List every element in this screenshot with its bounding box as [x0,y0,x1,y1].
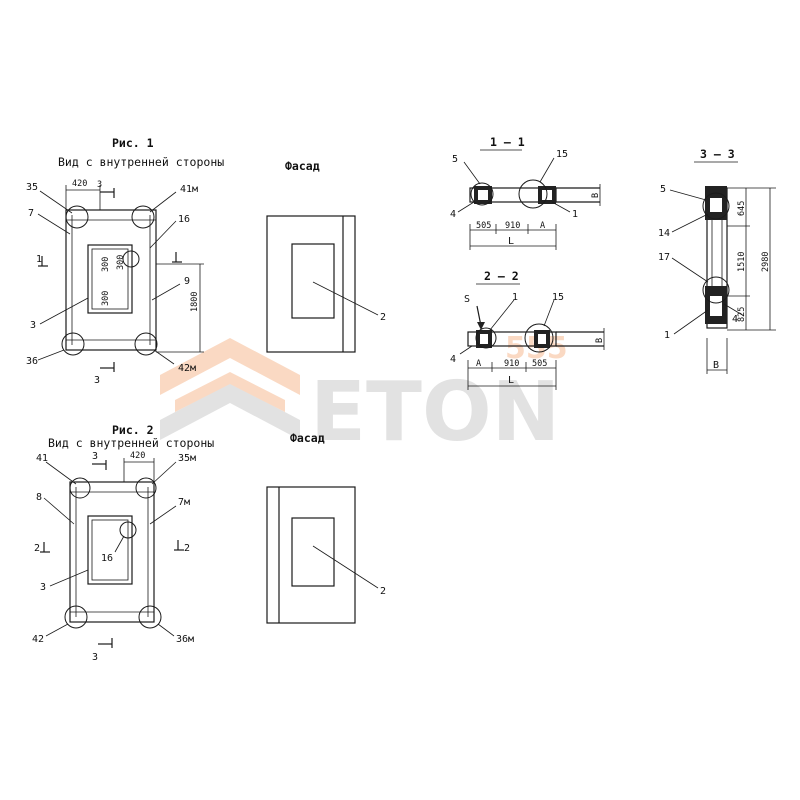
watermark: ETON 555 [160,331,568,460]
fig2-subtitle: Вид с внутренней стороны [48,436,214,450]
fig2-section-2-right: 2 [184,543,190,554]
fig1-title: Рис. 1 [112,136,154,150]
fig1-dim-300-a: 300 [101,257,111,272]
fig2-dim-420: 420 [130,451,145,461]
sec11-label-15: 15 [556,149,568,160]
sec22-label-S: S [464,294,470,305]
fig2-label-3-bottom: 3 [92,652,98,663]
sec11-title: 1 — 1 [490,135,525,149]
fig1-section-1-left: 1 [36,254,42,265]
sec11-label-5: 5 [452,154,458,165]
fig1-label-35: 35 [26,182,38,193]
watermark-brand: ETON [310,365,560,460]
sec22-dim-L: L [508,375,514,386]
fig1-label-41m: 41м [180,184,198,195]
sec22-dim-B: В [595,338,605,343]
sec11-label-1: 1 [572,209,578,220]
fig1-label-3-bottom: 3 [94,375,100,386]
fig2-label-35m: 35м [178,453,196,464]
fig1-label-42m: 42м [178,363,196,374]
sec33-dim-1510: 1510 [737,252,747,272]
sec11-dim-910: 910 [505,221,520,231]
fig1-facade-label-2: 2 [380,312,386,323]
fig2-label-3: 3 [40,582,46,593]
fig1-label-3-top: 3 [97,180,102,190]
sec11-dim-L: L [508,236,514,247]
fig1-label-36: 36 [26,356,38,367]
fig2-title: Рис. 2 [112,423,154,437]
sec22-label-15: 15 [552,292,564,303]
sec33-dim-2980: 2980 [761,252,771,272]
fig1-facade-title: Фасад [285,159,320,173]
fig2-facade-label-2: 2 [380,586,386,597]
sec11-dim-A: А [540,221,545,231]
sec22-label-1: 1 [512,292,518,303]
fig1-subtitle: Вид с внутренней стороны [58,155,224,169]
fig2-label-41: 41 [36,453,48,464]
sec33-label-1: 1 [664,330,670,341]
fig1-label-9: 9 [184,276,190,287]
sec22-dim-A: А [476,359,481,369]
figure-2: Рис. 2 Вид с внутренней стороны 420 3 2 … [32,423,386,663]
sec33-label-5: 5 [660,184,666,195]
fig1-dim-1800: 1800 [190,292,200,312]
section-3-3: 3 — 3 645 1510 825 2980 В 5 14 17 [658,147,776,374]
sec11-dim-505: 505 [476,221,491,231]
sec22-dim-505: 505 [532,359,547,369]
sec33-label-17: 17 [658,252,670,263]
fig2-label-42: 42 [32,634,44,645]
fig2-facade-title: Фасад [290,431,325,445]
sec33-label-14: 14 [658,228,670,239]
watermark-logo-icon [160,338,300,440]
fig1-dim-420: 420 [72,179,87,189]
sec33-dim-B: В [713,360,719,371]
sec22-dim-910: 910 [504,359,519,369]
fig1-label-7: 7 [28,208,34,219]
sec33-dim-645: 645 [737,201,747,216]
sec11-dim-B: В [591,193,601,198]
sec33-label-4: 4 [732,314,738,325]
section-1-1: 1 — 1 В 505 910 А L 5 15 4 1 [450,135,601,250]
sec22-title: 2 — 2 [484,269,519,283]
sec11-label-4: 4 [450,209,456,220]
fig2-label-8: 8 [36,492,42,503]
section-2-2: 2 — 2 В А 910 505 L S 1 15 4 [450,269,605,390]
fig2-label-3-top: 3 [92,451,98,462]
fig1-label-3: 3 [30,320,36,331]
fig1-dim-300-c: 300 [116,255,126,270]
fig2-label-16: 16 [101,553,113,564]
fig2-label-7m: 7м [178,497,190,508]
sec33-dim-825: 825 [737,307,747,322]
figure-1: Рис. 1 Вид с внутренней стороны 420 3 1 [26,136,386,386]
sec33-title: 3 — 3 [700,147,735,161]
fig1-dim-300-b: 300 [101,291,111,306]
fig2-section-2-left: 2 [34,543,40,554]
fig2-label-36m: 36м [176,634,194,645]
fig1-label-16: 16 [178,214,190,225]
sec22-label-4: 4 [450,354,456,365]
